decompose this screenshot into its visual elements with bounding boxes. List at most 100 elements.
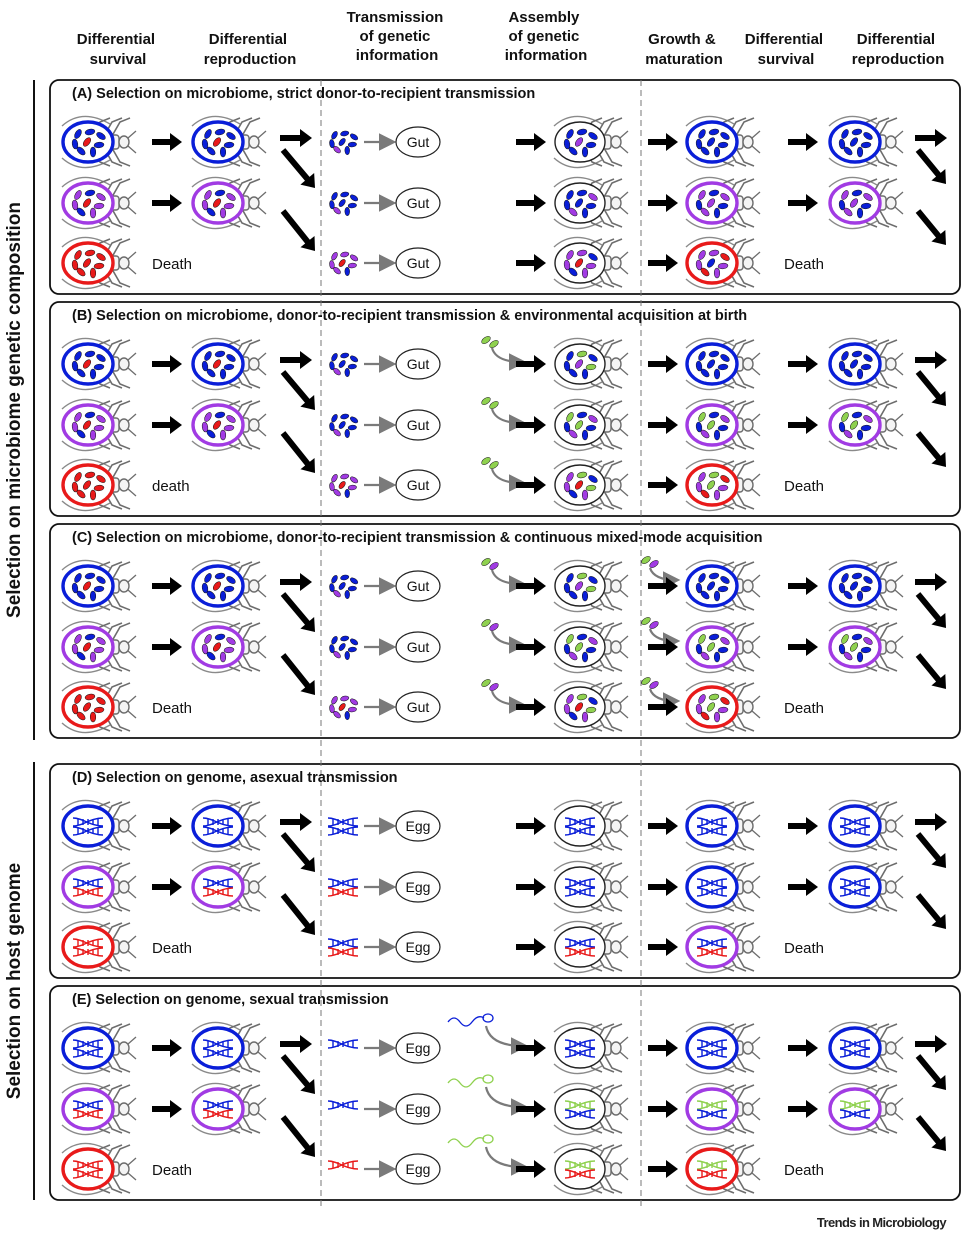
reproduction-arrow — [280, 832, 316, 873]
offspring-beetle — [553, 458, 629, 512]
assembly-arrow — [516, 254, 546, 272]
parent-beetle — [61, 398, 137, 452]
microbe-cluster — [329, 635, 359, 660]
mature-beetle — [685, 337, 761, 391]
survival-arrow — [152, 1039, 182, 1057]
growth-arrow — [648, 878, 678, 896]
offspring-beetle — [553, 799, 629, 853]
dna-strand — [564, 1160, 596, 1170]
dna-strand — [72, 1039, 104, 1049]
panel-row: Gut — [61, 115, 947, 189]
dna-strand — [72, 878, 104, 888]
environmental-microbes — [641, 617, 659, 629]
dna-strand — [696, 1039, 728, 1049]
reproduction-arrow — [280, 431, 316, 474]
receptacle-label: Egg — [406, 939, 431, 955]
dna-strand — [839, 878, 871, 888]
mature-beetle — [685, 680, 761, 734]
survival-arrow — [152, 1100, 182, 1118]
beetle-body — [685, 804, 739, 848]
dna-strand — [327, 938, 359, 948]
beetle-body — [554, 866, 606, 908]
receptacle: Gut — [395, 691, 441, 723]
panel-title: (A) Selection on microbiome, strict dono… — [72, 86, 535, 102]
dna-strand — [202, 1109, 234, 1119]
survival-arrow — [788, 638, 818, 656]
panel-frame — [49, 79, 961, 295]
receptacle: Egg — [395, 871, 441, 903]
microbe-cluster — [695, 693, 730, 723]
receptacle: Egg — [395, 810, 441, 842]
dna-strand — [327, 1160, 359, 1170]
header-differential-survival-2: Differential survival — [745, 31, 828, 68]
assembly-arrow — [516, 698, 546, 716]
microbe-cluster — [329, 251, 359, 276]
surviving-beetle — [191, 337, 267, 391]
survival-arrow — [788, 355, 818, 373]
reproduction-arrow — [280, 148, 316, 189]
microbe-cluster — [71, 471, 106, 501]
parent-beetle — [61, 236, 137, 290]
reproduction-arrow — [915, 653, 946, 689]
gray-arrow — [490, 569, 527, 593]
gray-arrow — [484, 1146, 529, 1176]
dna-strand — [564, 938, 596, 948]
mature-beetle — [685, 860, 761, 914]
reproduction-arrow — [280, 209, 316, 252]
dna-strand — [72, 887, 104, 897]
death-label: Death — [784, 478, 824, 495]
offspring-beetle — [553, 236, 629, 290]
parent-beetle — [61, 920, 137, 974]
receptacle: Gut — [395, 570, 441, 602]
dna-strand — [72, 1048, 104, 1058]
beetle-body — [61, 804, 115, 848]
microbe-cluster — [201, 633, 236, 663]
microbe-cluster — [563, 471, 598, 501]
panel-frame — [49, 985, 961, 1201]
reproduction-arrow — [280, 813, 312, 831]
microbe-cluster — [563, 411, 598, 441]
beetle-body — [685, 1026, 739, 1070]
growth-arrow — [648, 476, 678, 494]
genome-side-label: Selection on host genome — [4, 863, 25, 1099]
dna-strand — [696, 817, 728, 827]
surviving-beetle — [191, 799, 267, 853]
offspring-beetle — [553, 620, 629, 674]
survival-arrow — [152, 194, 182, 212]
death-label: Death — [784, 1162, 824, 1179]
beetle-body — [685, 1087, 739, 1131]
microbe-cluster — [695, 128, 730, 158]
journal-footer: Trends in Microbiology — [817, 1215, 947, 1230]
reproduction-arrow — [915, 351, 947, 369]
reproduction-arrow — [915, 1115, 946, 1151]
dna-strand — [72, 826, 104, 836]
surviving-beetle — [191, 559, 267, 613]
environmental-microbes — [481, 336, 499, 348]
survival-arrow — [788, 817, 818, 835]
sperm — [447, 1074, 494, 1088]
panel-row: Gut — [61, 617, 946, 696]
panel-d: (D) Selection on genome, asexual transmi… — [61, 770, 947, 974]
assembly-arrow — [516, 878, 546, 896]
dna-strand — [327, 1100, 359, 1110]
environmental-microbes — [641, 677, 659, 689]
panel-row: Gut — [61, 556, 947, 633]
gray-arrow — [484, 1086, 529, 1116]
panel-row: Egg — [61, 1074, 946, 1158]
assembly-arrow — [516, 938, 546, 956]
microbe-cluster — [838, 411, 873, 441]
survival-arrow — [152, 638, 182, 656]
growth-arrow — [648, 638, 678, 656]
offspring-beetle — [553, 860, 629, 914]
assembly-arrow — [516, 577, 546, 595]
offspring-beetle — [553, 1021, 629, 1075]
microbe-cluster — [71, 350, 106, 380]
reproduction-arrow — [280, 129, 312, 147]
microbe-cluster — [71, 693, 106, 723]
dna-strand — [72, 938, 104, 948]
dna-strand — [696, 1160, 728, 1170]
offspring-beetle — [553, 398, 629, 452]
dna-strand — [327, 878, 359, 888]
reproduction-arrow — [280, 351, 312, 369]
